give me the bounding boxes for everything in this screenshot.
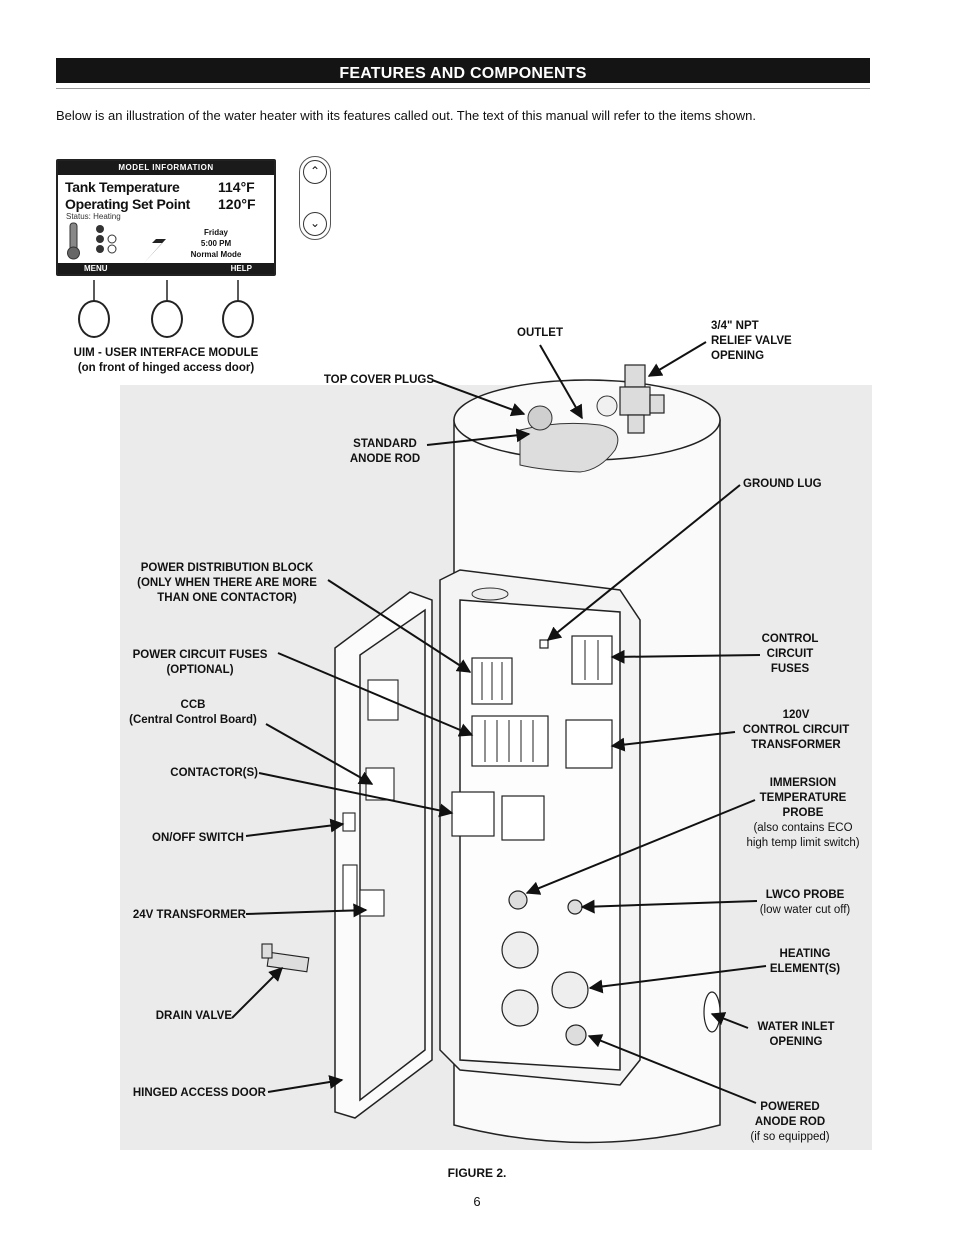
user-interface-module-display: MODEL INFORMATION Tank Temperature 114°F… (56, 159, 276, 276)
uim-help-label: HELP (230, 264, 252, 273)
label-on-off-switch: ON/OFF SWITCH (152, 832, 244, 844)
uim-line2-value: 120°F (218, 196, 256, 212)
label-power-circuit-fuses: POWER CIRCUIT FUSES (OPTIONAL) (120, 648, 280, 678)
label-heat-line1: HEATING (779, 948, 831, 960)
label-120v-transformer: 120V CONTROL CIRCUIT TRANSFORMER (734, 708, 858, 753)
uim-menu-label: MENU (84, 264, 108, 273)
label-t120-line3: TRANSFORMER (751, 739, 841, 751)
label-relief-valve: 3/4" NPT RELIEF VALVE OPENING (711, 319, 792, 364)
label-ccb-line1: CCB (180, 699, 206, 711)
label-probe-line2: TEMPERATURE (759, 792, 847, 804)
label-ccf-line3: FUSES (770, 663, 810, 675)
label-pwr-anode-line3: (if so equipped) (750, 1131, 830, 1143)
label-pcf-line2: (OPTIONAL) (166, 664, 234, 676)
label-pcf-line1: POWER CIRCUIT FUSES (132, 649, 268, 661)
section-header-bar: FEATURES AND COMPONENTS (56, 58, 870, 83)
up-arrow-button-icon: ⌃ (303, 160, 327, 184)
down-arrow-button-icon: ⌄ (303, 212, 327, 236)
uim-status: Status: Heating (66, 212, 121, 221)
uim-line1-label: Tank Temperature (65, 179, 180, 195)
uim-center-knob (151, 300, 183, 338)
uim-line2-label: Operating Set Point (65, 196, 190, 212)
label-inlet-line1: WATER INLET (757, 1021, 835, 1033)
label-t120-line2: CONTROL CIRCUIT (742, 724, 850, 736)
uim-mode: Normal Mode (190, 250, 242, 259)
uim-caption-line2: (on front of hinged access door) (77, 362, 255, 374)
label-heat-line2: ELEMENT(S) (769, 963, 841, 975)
label-power-distribution-block: POWER DISTRIBUTION BLOCK (ONLY WHEN THER… (127, 561, 327, 606)
label-ccb-line2: (Central Control Board) (129, 714, 257, 726)
label-heating-elements: HEATING ELEMENT(S) (765, 947, 845, 977)
label-probe-line1: IMMERSION (769, 777, 837, 789)
label-probe-line4: (also contains ECO (753, 822, 853, 834)
label-lwco-line1: LWCO PROBE (765, 889, 845, 901)
label-hinged-access-door: HINGED ACCESS DOOR (132, 1087, 266, 1099)
label-top-cover-plugs: TOP COVER PLUGS (323, 374, 434, 386)
label-contactors: CONTACTOR(S) (170, 767, 258, 779)
label-pdb-line2: (ONLY WHEN THERE ARE MORE (137, 577, 317, 589)
uim-help-knob (222, 300, 254, 338)
label-relief-line2: RELIEF VALVE (711, 335, 792, 347)
uim-menu-knob (78, 300, 110, 338)
intro-paragraph: Below is an illustration of the water he… (56, 108, 756, 123)
uim-status-icons (67, 222, 170, 263)
label-anode-line1: STANDARD (353, 438, 417, 450)
label-ground-lug: GROUND LUG (743, 478, 822, 490)
uim-time: 5:00 PM (200, 239, 232, 248)
label-inlet-line2: OPENING (769, 1036, 823, 1048)
label-ccb: CCB (Central Control Board) (118, 698, 268, 728)
uim-day: Friday (203, 228, 228, 237)
section-title: FEATURES AND COMPONENTS (339, 65, 587, 82)
label-lwco-line2: (low water cut off) (759, 904, 851, 916)
uim-footer: MENU HELP (58, 263, 274, 274)
label-probe-line3: PROBE (782, 807, 824, 819)
header-rule (56, 88, 870, 89)
label-anode-line2: ANODE ROD (349, 453, 421, 465)
label-pdb-line1: POWER DISTRIBUTION BLOCK (140, 562, 314, 574)
uim-caption-line1: UIM - USER INTERFACE MODULE (73, 347, 259, 359)
label-relief-line1: 3/4" NPT (711, 320, 759, 332)
label-ccf-line2: CIRCUIT (766, 648, 814, 660)
label-control-circuit-fuses: CONTROL CIRCUIT FUSES (752, 632, 828, 677)
uim-line1-value: 114°F (218, 179, 255, 195)
label-24v-transformer: 24V TRANSFORMER (132, 909, 246, 921)
label-immersion-probe: IMMERSION TEMPERATURE PROBE (also contai… (732, 776, 874, 851)
label-lwco-probe: LWCO PROBE (low water cut off) (748, 888, 862, 918)
label-pdb-line3: THAN ONE CONTACTOR) (157, 592, 297, 604)
uim-knob-stems (93, 280, 239, 302)
label-drain-valve: DRAIN VALVE (155, 1010, 232, 1022)
uim-heading: MODEL INFORMATION (58, 161, 274, 175)
label-outlet: OUTLET (517, 327, 563, 339)
label-water-inlet: WATER INLET OPENING (750, 1020, 842, 1050)
label-ccf-line1: CONTROL (761, 633, 819, 645)
label-pwr-anode-line1: POWERED (760, 1101, 820, 1113)
label-standard-anode-rod: STANDARD ANODE ROD (340, 437, 430, 467)
figure-caption: FIGURE 2. (447, 1166, 507, 1180)
page-number: 6 (473, 1194, 481, 1209)
uim-arrow-button-frame (299, 156, 331, 240)
label-t120-line1: 120V (782, 709, 810, 721)
label-relief-line3: OPENING (711, 350, 765, 362)
label-probe-line5: high temp limit switch) (746, 837, 860, 849)
label-pwr-anode-line2: ANODE ROD (754, 1116, 826, 1128)
label-powered-anode-rod: POWERED ANODE ROD (if so equipped) (738, 1100, 842, 1145)
uim-caption: UIM - USER INTERFACE MODULE (on front of… (56, 346, 276, 376)
